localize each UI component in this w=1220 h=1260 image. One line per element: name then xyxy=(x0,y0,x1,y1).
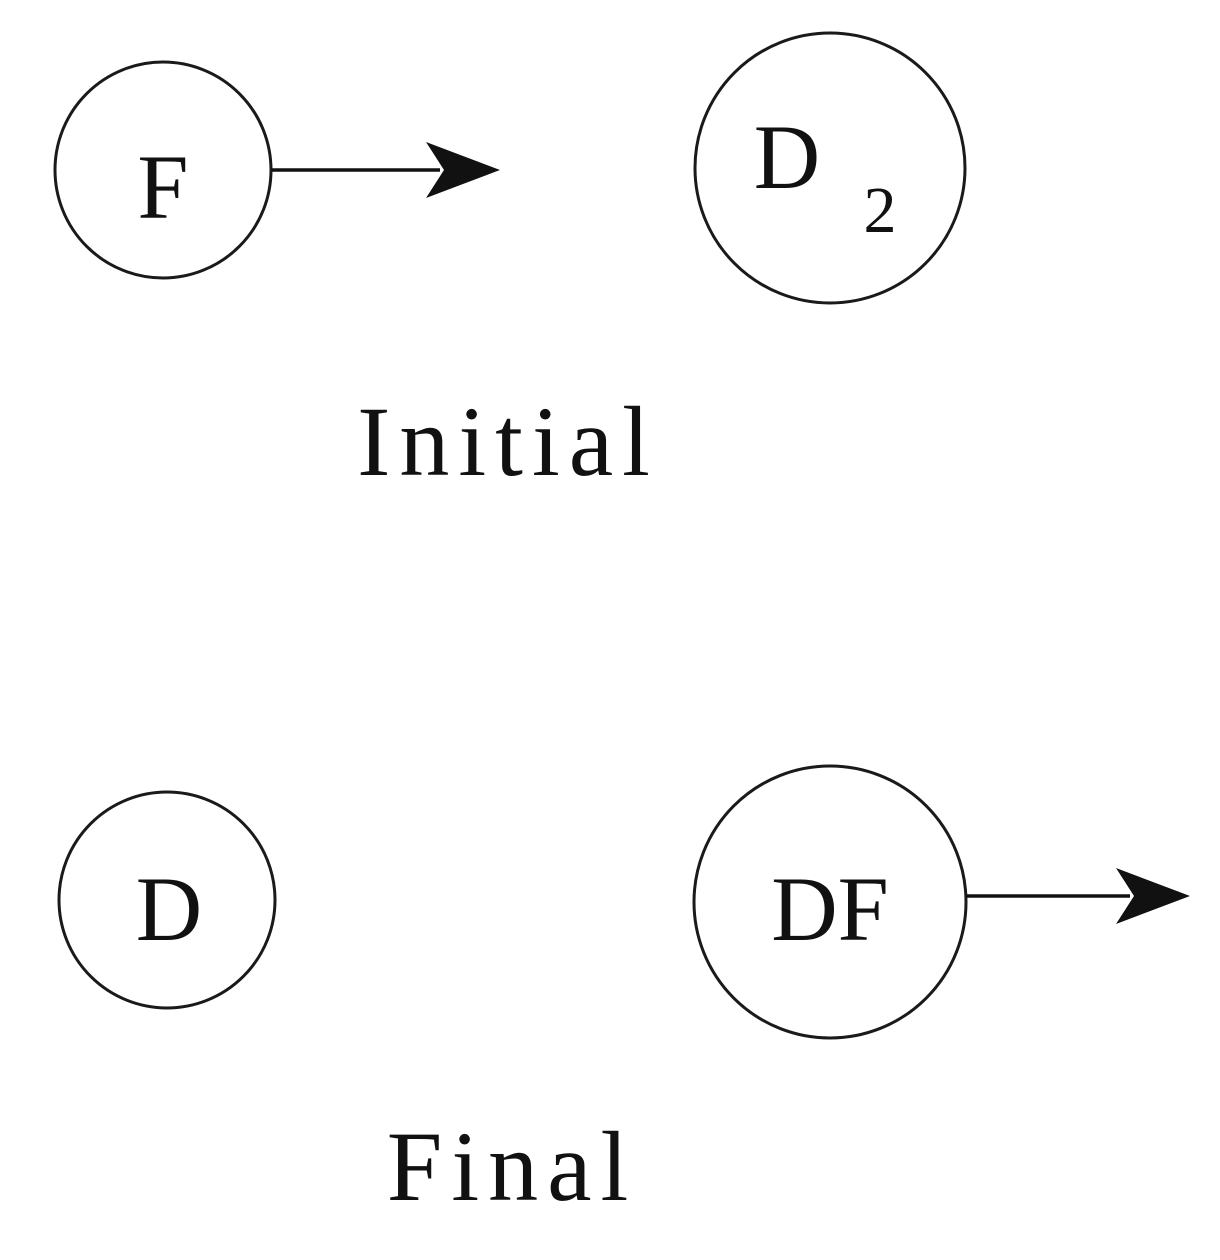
target-d2-label: D xyxy=(754,106,820,208)
projectile-f-node: F xyxy=(53,60,273,280)
product-df-label: DF xyxy=(771,858,889,960)
scattered-d-node: D xyxy=(57,790,277,1010)
scattered-d-circle xyxy=(57,790,277,1010)
projectile-arrow-head xyxy=(426,142,500,198)
product-arrow-head xyxy=(1116,868,1190,924)
initial-state: F D 2 Initial xyxy=(53,31,967,497)
projectile-f-circle xyxy=(53,60,273,280)
target-d2-node: D 2 xyxy=(693,31,967,305)
initial-stage-label: Initial xyxy=(357,386,659,497)
target-d2-circle xyxy=(693,31,967,305)
final-state: D DF Final xyxy=(57,764,1190,1222)
scattered-d-label: D xyxy=(136,858,202,960)
projectile-f-label: F xyxy=(137,136,188,238)
projectile-arrow xyxy=(272,142,500,198)
final-stage-label: Final xyxy=(387,1111,638,1222)
product-df-node: DF xyxy=(692,764,968,1040)
target-d2-subscript: 2 xyxy=(864,174,897,247)
product-df-circle xyxy=(692,764,968,1040)
product-arrow xyxy=(966,868,1190,924)
